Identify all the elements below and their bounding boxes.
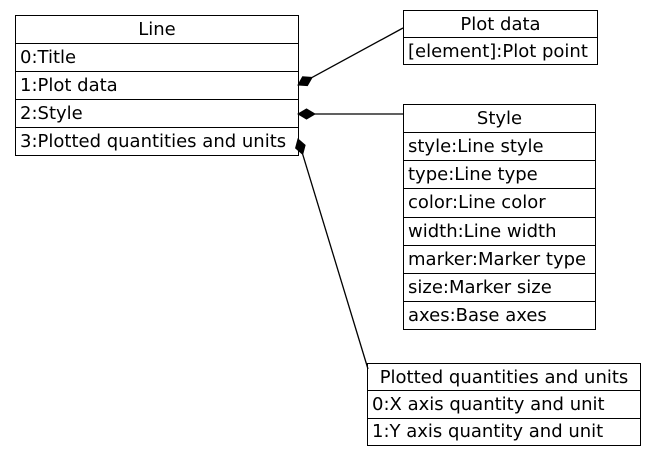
style-row-style: style:Line style [404, 132, 595, 160]
style-row-axes: axes:Base axes [404, 300, 595, 329]
plotted-row-x-axis: 0:X axis quantity and unit [368, 390, 640, 417]
style-row-type: type:Line type [404, 160, 595, 188]
line-row-style: 2:Style [16, 99, 298, 127]
style-box-title: Style [476, 108, 523, 130]
line-row-title: 0:Title [16, 43, 298, 71]
line-box-title: Line [138, 19, 176, 40]
plot-data-row-element: [element]:Plot point [404, 37, 597, 64]
style-class-box: Style style:Line style type:Line type co… [403, 104, 596, 330]
style-row-marker: marker:Marker type [404, 244, 595, 273]
composition-diamond-icon-style [297, 108, 316, 120]
composition-link-plot-data [311, 27, 404, 78]
plot-data-box-title: Plot data [460, 13, 541, 35]
line-class-box: Line 0:Title 1:Plot data 2:Style 3:Plott… [15, 15, 299, 156]
line-row-plot-data: 1:Plot data [16, 71, 298, 99]
plotted-quantities-class-box: Plotted quantities and units 0:X axis qu… [367, 363, 641, 446]
composition-link-plotted-quantities [302, 154, 369, 370]
composition-diamond-icon-plot-data [297, 76, 313, 87]
plot-data-class-box: Plot data [element]:Plot point [403, 10, 598, 65]
style-row-width: width:Line width [404, 216, 595, 245]
plotted-quantities-box-title: Plotted quantities and units [379, 366, 629, 388]
plotted-row-y-axis: 1:Y axis quantity and unit [368, 417, 640, 445]
style-row-size: size:Marker size [404, 272, 595, 301]
style-row-color: color:Line color [404, 188, 595, 216]
line-row-plotted-quantities: 3:Plotted quantities and units [16, 127, 298, 155]
